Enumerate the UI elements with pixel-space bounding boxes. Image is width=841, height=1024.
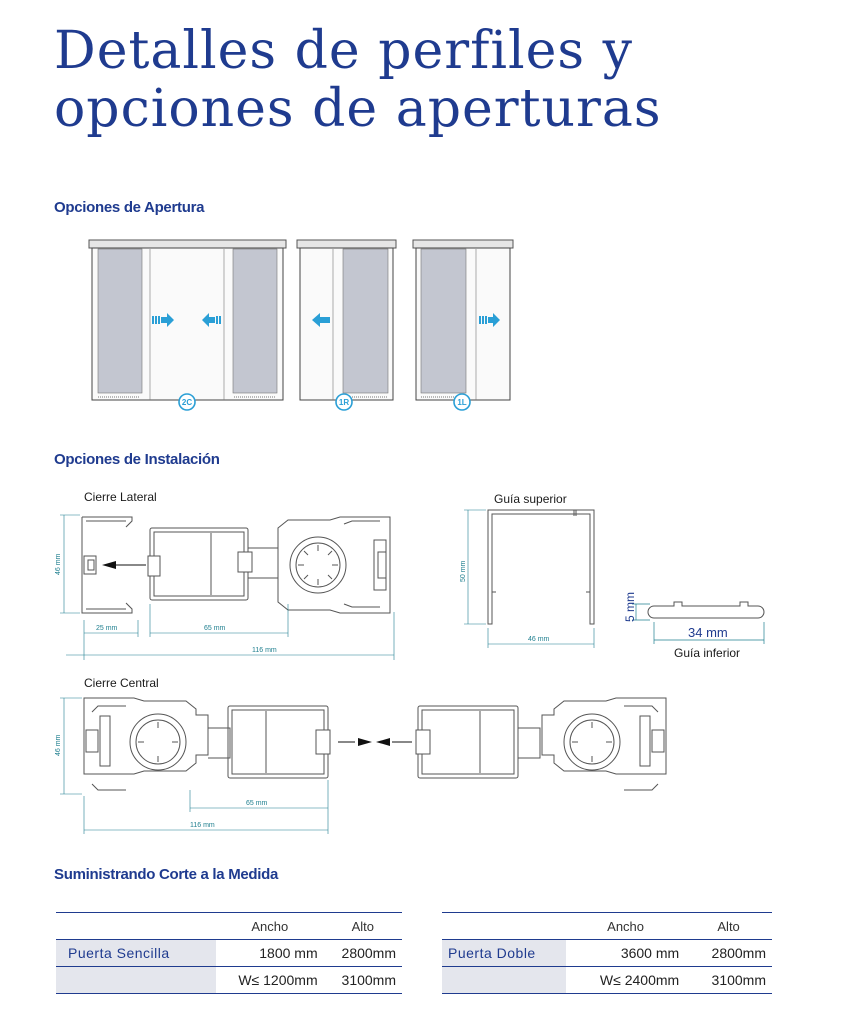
dimensions-guia-inferior [632, 603, 765, 644]
arrow-left-icon [102, 561, 146, 569]
cell-ancho: W≤ 1200mm [216, 966, 324, 994]
cell-alto: 2800mm [323, 939, 402, 967]
opening-options-diagram: 2C 1R 1L [88, 239, 514, 411]
profile-lateral-left [81, 516, 133, 614]
label-cierre-lateral: Cierre Lateral [84, 490, 157, 504]
arrow-right-icon [376, 738, 412, 746]
label-guia-superior: Guía superior [494, 492, 567, 506]
cell-ancho: 1800 mm [216, 939, 324, 967]
arrow-right-icon [479, 313, 500, 327]
profile-guia-superior [487, 509, 595, 625]
page-title: Detalles de perfiles y opciones de apert… [54, 22, 814, 138]
table-row: W≤ 2400mm 3100mm [442, 966, 772, 994]
table-puerta-sencilla: Ancho Alto Puerta Sencilla 1800 mm 2800m… [56, 912, 402, 994]
table-puerta-doble: Ancho Alto Puerta Doble 3600 mm 2800mm W… [442, 912, 772, 994]
profile-central-right-lock [541, 697, 667, 791]
cell-alto: 3100mm [323, 966, 402, 994]
cell-ancho: W≤ 2400mm [566, 966, 686, 994]
col-alto: Alto [323, 912, 402, 940]
label-cierre-central: Cierre Central [84, 676, 159, 690]
row-label-puerta-sencilla: Puerta Sencilla [56, 939, 216, 967]
section-title-medida: Suministrando Corte a la Medida [54, 866, 279, 883]
dim-65-central: 65 mm [246, 800, 268, 807]
dim-46-central: 46 mm [55, 734, 62, 756]
table-header-row: Ancho Alto [442, 912, 772, 940]
dim-46-lateral: 46 mm [55, 553, 62, 575]
dim-5-inferior: 5 mm [623, 592, 637, 622]
badge-1r: 1R [335, 393, 353, 411]
profile-guia-inferior [647, 601, 765, 619]
profile-central-left-lock [83, 697, 209, 791]
section-title-instalacion: Opciones de Instalación [54, 451, 220, 468]
dim-65-lateral: 65 mm [204, 625, 226, 632]
col-ancho: Ancho [216, 912, 324, 940]
table-header-row: Ancho Alto [56, 912, 402, 940]
dim-25-lateral: 25 mm [96, 625, 118, 632]
dimensions-lateral [60, 514, 395, 660]
badge-2c: 2C [178, 393, 196, 411]
table-row: Puerta Doble 3600 mm 2800mm [442, 939, 772, 967]
dim-116-central: 116 mm [190, 822, 215, 829]
dimensions-guia-superior [464, 509, 595, 648]
title-line-1: Detalles de perfiles y [54, 21, 633, 81]
profile-lateral-lock [277, 516, 391, 614]
dimensions-central [60, 697, 329, 834]
arrow-right-icon [152, 313, 174, 327]
dim-34-inferior: 34 mm [688, 625, 728, 640]
profile-central-right-middle [415, 705, 541, 779]
badge-1l: 1L [453, 393, 471, 411]
label-guia-inferior: Guía inferior [674, 646, 740, 660]
col-ancho: Ancho [566, 912, 686, 940]
door-2c [88, 239, 287, 401]
badge-1l-label: 1L [457, 398, 466, 407]
profile-central-left-middle [208, 705, 331, 779]
arrow-left-icon [202, 313, 221, 327]
badge-2c-label: 2C [182, 398, 192, 407]
dim-50-superior: 50 mm [460, 560, 467, 582]
dim-116-lateral: 116 mm [252, 647, 277, 654]
cell-ancho: 3600 mm [566, 939, 686, 967]
arrow-left-icon [312, 313, 330, 327]
badge-1r-label: 1R [339, 398, 349, 407]
row-label-puerta-doble: Puerta Doble [442, 939, 566, 967]
col-alto: Alto [685, 912, 772, 940]
table-row: Puerta Sencilla 1800 mm 2800mm [56, 939, 402, 967]
installation-diagram: Cierre Lateral [55, 490, 765, 834]
profile-lateral-middle [147, 527, 279, 601]
arrow-left-icon [338, 738, 372, 746]
door-1l [412, 239, 514, 401]
table-row: W≤ 1200mm 3100mm [56, 966, 402, 994]
section-title-apertura: Opciones de Apertura [54, 199, 205, 216]
title-line-2: opciones de aperturas [54, 79, 662, 139]
dim-46-superior: 46 mm [528, 636, 550, 643]
cell-alto: 2800mm [685, 939, 772, 967]
cell-alto: 3100mm [685, 966, 772, 994]
door-1r [296, 239, 397, 401]
